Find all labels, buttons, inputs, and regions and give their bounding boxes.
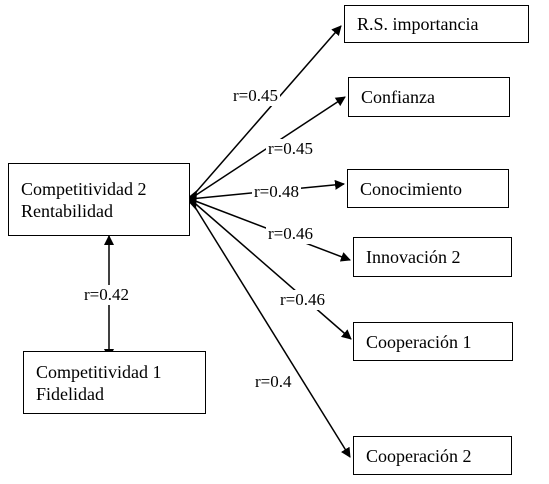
node-competitividad-2-line2: Rentabilidad [21,200,113,221]
edge-cooperacion-2 [189,198,351,458]
node-innovacion-2: Innovación 2 [353,237,512,277]
edge-rs-importancia [189,25,342,200]
node-cooperacion-1: Cooperación 1 [353,322,513,361]
node-competitividad-2-line1: Competitividad 2 [21,178,147,199]
node-conocimiento: Conocimiento [347,169,509,208]
node-competitividad-1-line1: Competitividad 1 [36,361,162,382]
arrow-convergence-point [186,190,197,210]
node-cooperacion-2: Cooperación 2 [353,436,512,475]
node-competitividad-1: Competitividad 1 Fidelidad [23,351,206,414]
label-r-fidelidad: r=0.42 [82,285,131,305]
node-confianza: Confianza [348,77,510,117]
label-r-cooperacion-2: r=0.4 [253,372,294,392]
label-r-confianza: r=0.45 [266,139,315,159]
node-competitividad-1-line2: Fidelidad [36,383,104,404]
label-r-innovacion-2: r=0.46 [266,224,315,244]
node-rs-importancia: R.S. importancia [344,5,529,43]
node-competitividad-2: Competitividad 2 Rentabilidad [8,163,190,236]
label-r-conocimiento: r=0.48 [252,182,301,202]
edge-cooperacion-1 [189,198,352,340]
label-r-cooperacion-1: r=0.46 [278,290,327,310]
label-r-rs-importancia: r=0.45 [231,86,280,106]
